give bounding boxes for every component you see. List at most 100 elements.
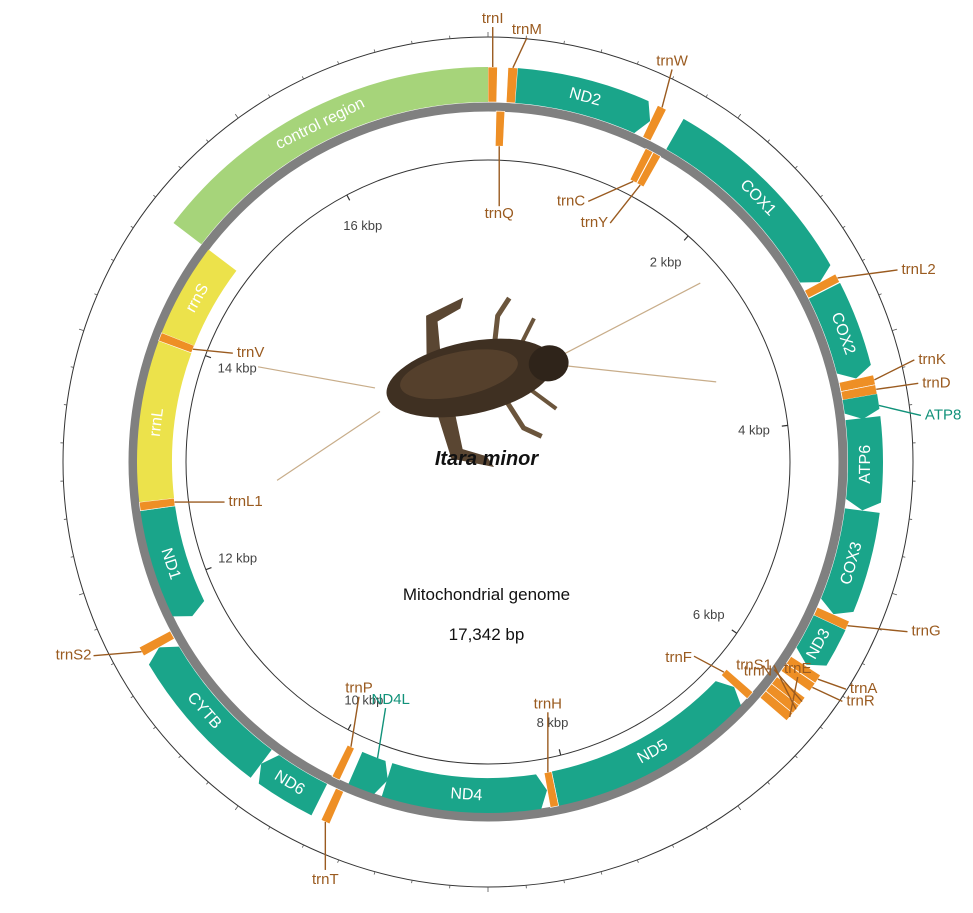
callout-line bbox=[879, 405, 921, 415]
callout-label-trns1: trnS1 bbox=[736, 656, 772, 673]
outer-tick bbox=[412, 41, 413, 44]
scale-tick bbox=[206, 568, 212, 570]
outer-tick bbox=[820, 195, 822, 197]
genome-subtitle: Mitochondrial genome bbox=[0, 585, 973, 605]
outer-tick bbox=[795, 756, 797, 758]
outer-tick bbox=[179, 756, 181, 758]
outer-tick bbox=[131, 696, 134, 698]
outer-tick bbox=[235, 114, 238, 118]
outer-tick bbox=[564, 41, 565, 44]
genome-size: 17,342 bp bbox=[0, 625, 973, 645]
outer-tick bbox=[268, 827, 270, 830]
outer-tick bbox=[206, 782, 208, 784]
outer-tick bbox=[902, 557, 905, 558]
species-name: Itara minor bbox=[0, 448, 973, 471]
outer-tick bbox=[235, 806, 238, 810]
callout-label-trnl2: trnL2 bbox=[902, 261, 936, 278]
callout-line bbox=[513, 38, 527, 68]
callout-line bbox=[874, 360, 914, 380]
outer-tick bbox=[111, 663, 114, 664]
callout-label-trnt: trnT bbox=[312, 871, 339, 888]
scale-label: 6 kbp bbox=[693, 607, 725, 622]
scale-tick bbox=[559, 749, 560, 755]
callout-line bbox=[193, 349, 233, 353]
callout-line bbox=[694, 656, 724, 672]
outer-tick bbox=[843, 696, 846, 698]
outer-tick bbox=[71, 367, 74, 368]
outer-tick bbox=[637, 61, 638, 64]
callout-label-trnf: trnF bbox=[665, 649, 692, 666]
scale-tick bbox=[684, 236, 688, 240]
outer-tick bbox=[374, 872, 375, 875]
callout-label-trnc: trnC bbox=[557, 192, 586, 209]
scale-tick bbox=[205, 356, 211, 358]
outer-tick bbox=[94, 294, 97, 295]
outer-tick bbox=[206, 140, 208, 142]
callout-label-trns2: trnS2 bbox=[56, 647, 92, 664]
callout-line bbox=[94, 652, 142, 656]
gene-cox1 bbox=[666, 119, 830, 283]
outer-tick bbox=[892, 329, 897, 331]
callout-label-trnp: trnP bbox=[345, 680, 373, 697]
gene-label-rrnl: rrnL bbox=[147, 407, 167, 437]
outer-tick bbox=[71, 557, 74, 558]
outer-tick bbox=[672, 76, 673, 79]
callout-label-trny: trnY bbox=[581, 214, 609, 231]
scale-tick bbox=[348, 724, 351, 729]
outer-tick bbox=[862, 663, 865, 664]
outer-tick bbox=[302, 845, 303, 848]
callout-line bbox=[812, 687, 842, 701]
outer-tick bbox=[637, 860, 638, 863]
scale-label: 12 kbp bbox=[218, 551, 257, 566]
outer-tick bbox=[738, 806, 741, 810]
insect-illustration bbox=[248, 249, 729, 512]
callout-label-trnr: trnR bbox=[846, 692, 875, 709]
callout-label-trnw: trnW bbox=[656, 52, 689, 69]
gene-nd5 bbox=[552, 681, 741, 806]
outer-tick bbox=[902, 367, 905, 368]
scale-label: 14 kbp bbox=[218, 361, 257, 376]
outer-tick bbox=[768, 140, 770, 142]
callout-label-trne: trnE bbox=[784, 660, 812, 677]
callout-label-trnm: trnM bbox=[512, 21, 542, 38]
callout-label-trnv: trnV bbox=[237, 344, 265, 361]
scale-label: 8 kbp bbox=[537, 715, 569, 730]
callout-label-nd4l: ND4L bbox=[372, 691, 410, 708]
outer-tick bbox=[879, 294, 882, 295]
outer-tick bbox=[601, 49, 602, 52]
outer-tick bbox=[768, 782, 770, 784]
outer-tick bbox=[706, 827, 708, 830]
outer-tick bbox=[862, 259, 865, 260]
scale-tick bbox=[347, 195, 350, 200]
callout-line bbox=[818, 679, 846, 689]
outer-tick bbox=[302, 76, 303, 79]
callout-label-atp8: ATP8 bbox=[925, 406, 961, 423]
callout-label-trnl1: trnL1 bbox=[229, 493, 263, 510]
callout-label-trnk: trnK bbox=[918, 351, 946, 368]
outer-tick bbox=[338, 61, 339, 64]
outer-tick bbox=[374, 49, 375, 52]
outer-tick bbox=[672, 845, 673, 848]
outer-tick bbox=[738, 114, 741, 118]
outer-tick bbox=[179, 166, 181, 168]
outer-tick bbox=[153, 195, 155, 197]
scale-label: 16 kbp bbox=[343, 218, 382, 233]
outer-tick bbox=[153, 727, 155, 729]
outer-tick bbox=[564, 880, 565, 883]
outer-tick bbox=[706, 95, 708, 98]
outer-tick bbox=[820, 727, 822, 729]
outer-tick bbox=[131, 226, 134, 228]
gene-label-nd4: ND4 bbox=[450, 785, 483, 804]
outer-tick bbox=[795, 166, 797, 168]
callout-label-trni: trnI bbox=[482, 10, 504, 27]
callout-line bbox=[378, 708, 386, 758]
gene-trnt bbox=[321, 788, 344, 824]
outer-tick bbox=[111, 259, 114, 260]
callout-line bbox=[588, 181, 633, 201]
scale-label: 4 kbp bbox=[738, 423, 770, 438]
callout-line bbox=[876, 383, 918, 389]
gene-trnq bbox=[495, 111, 504, 146]
scale-label: 2 kbp bbox=[650, 254, 682, 269]
scale-tick bbox=[782, 425, 788, 426]
gene-control-region bbox=[173, 67, 488, 244]
